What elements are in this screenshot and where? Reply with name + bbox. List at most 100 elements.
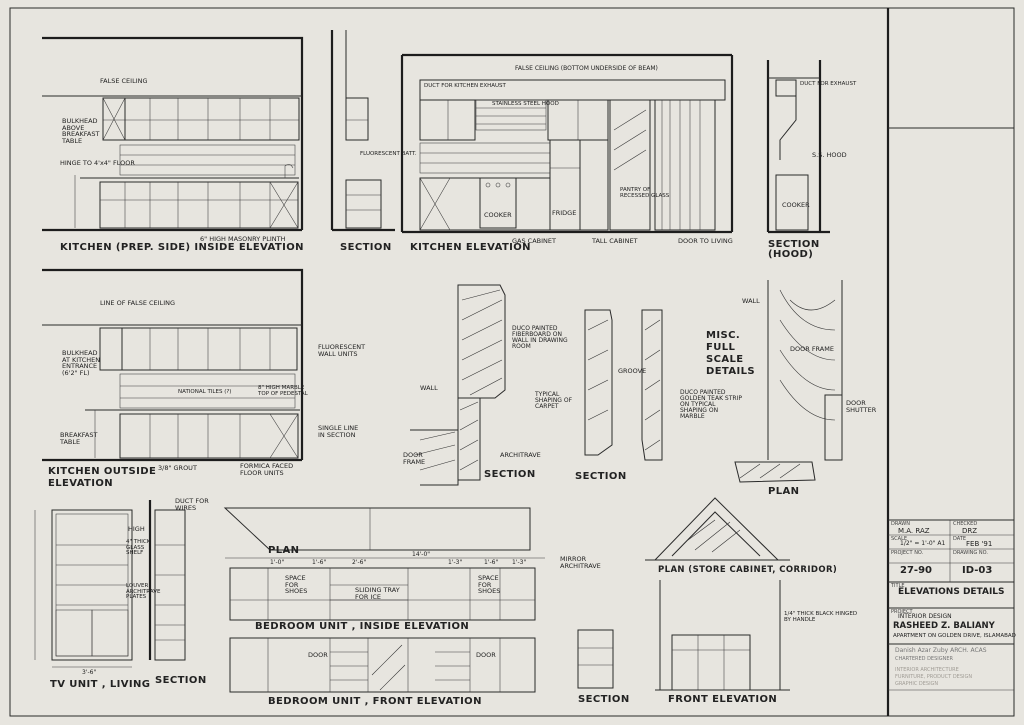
bedroom-plan-label: PLAN <box>268 545 300 556</box>
note-wall-2: WALL <box>742 297 760 305</box>
note-grout: 3/8" GROUT <box>158 464 197 472</box>
bedroom-unit-drawings <box>223 507 545 693</box>
note-fridge: FRIDGE <box>552 209 577 217</box>
tb-project-line1: INTERIOR DESIGN <box>898 613 952 620</box>
note-groove: GROOVE <box>618 367 647 375</box>
note-cooker: COOKER <box>484 211 512 219</box>
misc-details-drawing <box>410 280 843 486</box>
note-tv-high: HIGH <box>128 525 145 533</box>
note-cooker-2: COOKER <box>782 201 810 209</box>
tb-project-no: 27-90 <box>900 565 932 576</box>
note-typical-shaping: TYPICAL SHAPING OF CARPET <box>535 391 573 410</box>
note-hinge: HINGE TO 4'x4" FLOOR <box>60 159 135 167</box>
note-wall-1: WALL <box>420 384 438 392</box>
tb-drawing-label: DRAWING NO. <box>953 550 988 556</box>
misc-plan-title: PLAN <box>768 486 800 497</box>
note-ss-hood: STAINLESS STEEL HOOD <box>492 101 559 107</box>
section-1-drawing <box>330 30 395 232</box>
tb-proj-label: PROJECT <box>891 609 913 615</box>
tb-location: APARTMENT ON GOLDEN DRIVE, ISLAMABAD <box>893 633 1016 639</box>
misc-section-a-title: SECTION <box>484 469 536 480</box>
tv-unit-width: 3'-6" <box>82 669 97 676</box>
note-line-false-ceiling: LINE OF FALSE CEILING <box>100 299 176 307</box>
kitchen-elevation-title: KITCHEN ELEVATION <box>410 242 531 253</box>
kitchen-elevation-drawing <box>400 53 734 234</box>
note-marble-top: 8" HIGH MARBLE TOP OF PEDESTAL <box>258 385 308 397</box>
note-mirror-architrave: MIRROR ARCHITRAVE <box>560 555 601 570</box>
note-sliding-tray: SLIDING TRAY FOR ICE <box>355 586 400 601</box>
bedroom-front-title: BEDROOM UNIT , FRONT ELEVATION <box>268 696 482 707</box>
tb-title-label: TITLE <box>891 583 905 589</box>
section-store-title: SECTION <box>578 694 630 705</box>
dim-5: 1'-3" <box>448 559 463 566</box>
note-pantry: PANTRY OF RECESSED GLASS <box>620 187 670 199</box>
note-duct-kitchen: DUCT FOR KITCHEN EXHAUST <box>424 83 506 89</box>
tb-firm-role: CHARTERED DESIGNER <box>895 656 953 662</box>
kitchen-outside-elevation-drawing <box>42 268 304 462</box>
tv-unit-title: TV UNIT , LIVING <box>50 679 151 690</box>
note-plinth: 6" HIGH MASONRY PLINTH <box>200 235 286 243</box>
note-false-ceiling-beam: FALSE CEILING (BOTTOM UNDERSIDE OF BEAM) <box>515 65 658 72</box>
tb-checked-label: CHECKED <box>953 521 978 527</box>
note-national-tiles: NATIONAL TILES (?) <box>178 389 232 395</box>
note-tall-cabinet: TALL CABINET <box>592 237 638 245</box>
tb-firm-service-1: INTERIOR ARCHITECTURE <box>895 667 959 673</box>
note-hood: S.S. HOOD <box>812 151 847 159</box>
note-space-shoes-1: SPACE FOR SHOES <box>285 574 308 595</box>
tb-drawn: M.A. RAZ <box>898 527 930 535</box>
kitchen-outside-title: KITCHEN OUTSIDE ELEVATION <box>48 466 157 489</box>
misc-section-b-title: SECTION <box>575 471 627 482</box>
note-space-shoes-2: SPACE FOR SHOES <box>478 574 501 595</box>
note-fluorescent: FLUORESCENT BATT. <box>360 151 417 157</box>
tb-firm-service-3: GRAPHIC DESIGN <box>895 681 939 687</box>
note-false-ceiling: FALSE CEILING <box>100 77 148 85</box>
tb-checked: DRZ <box>962 527 978 535</box>
note-architrave: ARCHITRAVE <box>500 451 541 459</box>
note-door-frame-1: DOOR FRAME <box>403 451 426 466</box>
dim-3: 2'-6" <box>352 559 367 566</box>
note-bulkhead: BULKHEAD ABOVE BREAKFAST TABLE <box>62 117 100 145</box>
tb-scale-label: SCALE <box>891 536 908 542</box>
section-hood-title: SECTION (HOOD) <box>768 239 820 260</box>
note-breakfast-table: BREAKFAST TABLE <box>60 431 98 446</box>
section-tv-title: SECTION <box>155 675 207 686</box>
note-door-1: DOOR <box>308 651 328 659</box>
tb-drawing-no: ID-03 <box>962 565 993 576</box>
section-1-title: SECTION <box>340 242 392 253</box>
note-door-shutter: DOOR SHUTTER <box>846 399 877 414</box>
note-duct-exhaust: DUCT FOR EXHAUST <box>800 81 857 87</box>
bedroom-inside-title: BEDROOM UNIT , INSIDE ELEVATION <box>255 621 470 632</box>
dim-2: 1'-6" <box>312 559 327 566</box>
note-single-line: SINGLE LINE IN SECTION <box>318 424 359 439</box>
note-duco-teak: DUCO PAINTED GOLDEN TEAK STRIP ON TYPICA… <box>680 389 742 420</box>
note-wall-units: FLUORESCENT WALL UNITS <box>318 343 366 358</box>
section-hood-drawing <box>766 60 830 234</box>
note-black-handle: 1/4" THICK BLACK HINGED BY HANDLE <box>784 611 858 623</box>
note-formica: FORMICA FACED FLOOR UNITS <box>240 462 294 477</box>
sheet-border <box>9 7 1015 717</box>
tb-date: FEB '91 <box>966 540 993 548</box>
note-duct-wires: DUCT FOR WIRES <box>175 497 209 512</box>
tb-drawn-label: DRAWN <box>891 521 910 527</box>
tb-title: ELEVATIONS DETAILS <box>898 587 1005 597</box>
tb-project-label: PROJECT NO. <box>891 550 924 556</box>
tb-date-label: DATE <box>953 536 967 542</box>
front-elevation-title: FRONT ELEVATION <box>668 694 778 705</box>
plan-store-title: PLAN (STORE CABINET, CORRIDOR) <box>658 565 838 575</box>
kitchen-prep-side-elevation <box>42 36 304 232</box>
note-door-frame-2: DOOR FRAME <box>790 345 834 353</box>
note-bulkhead-entrance: BULKHEAD AT KITCHEN ENTRANCE (6'2" FL) <box>62 349 101 377</box>
dim-6: 1'-6" <box>484 559 499 566</box>
tb-scale: 1/2" = 1'-0" A1 <box>900 540 946 547</box>
dim-4: 14'-0" <box>412 551 431 558</box>
note-door-2: DOOR <box>476 651 496 659</box>
kitchen-prep-side-title: KITCHEN (PREP. SIDE) INSIDE ELEVATION <box>60 242 304 253</box>
tb-firm-service-2: FURNITURE, PRODUCT DESIGN <box>895 674 973 680</box>
note-gas-cabinet: GAS CABINET <box>512 237 556 245</box>
store-cabinet-drawings <box>577 497 790 691</box>
note-door-living: DOOR TO LIVING <box>678 237 733 245</box>
dim-7: 1'-3" <box>512 559 527 566</box>
misc-details-title: MISC. FULL SCALE DETAILS <box>706 330 756 377</box>
